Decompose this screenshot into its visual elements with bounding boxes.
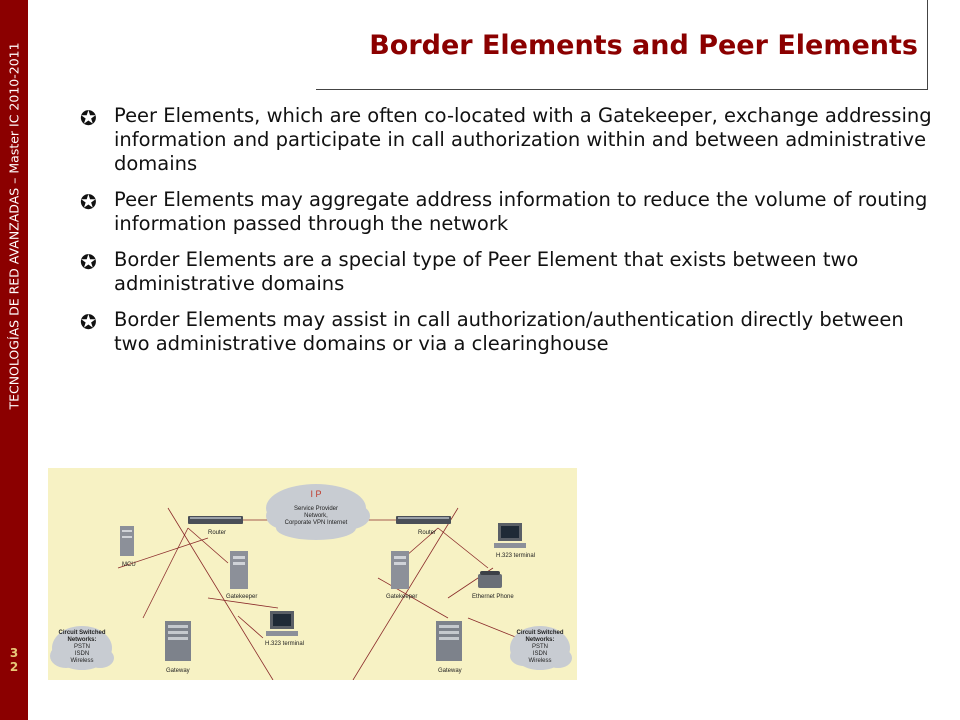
gateway-icon bbox=[436, 621, 462, 661]
h323-terminal-label: H.323 terminal bbox=[496, 553, 535, 559]
router-icon bbox=[396, 516, 451, 524]
bullet-text: Border Elements are a special type of Pe… bbox=[114, 248, 859, 295]
gatekeeper-label: Gatekeeper bbox=[386, 594, 417, 600]
circuit-switched-cloud bbox=[510, 626, 572, 670]
gatekeeper-icon bbox=[230, 551, 248, 589]
page-title: Border Elements and Peer Elements bbox=[369, 30, 918, 61]
computer-icon bbox=[266, 611, 298, 636]
ip-label: I P bbox=[310, 489, 321, 499]
csn-label: PSTN bbox=[74, 644, 90, 650]
bullet-text: Peer Elements, which are often co-locate… bbox=[114, 104, 932, 175]
page-number-digit-2: 2 bbox=[9, 660, 19, 674]
router-label: Router bbox=[208, 530, 226, 536]
router-label: Router bbox=[418, 530, 436, 536]
bullet-item: ✪ Border Elements are a special type of P… bbox=[76, 248, 936, 296]
title-rule-vertical bbox=[927, 0, 928, 90]
cloud-label: Corporate VPN Internet bbox=[285, 520, 348, 526]
csn-label: Networks: bbox=[525, 637, 554, 643]
csn-label: Circuit Switched bbox=[58, 630, 105, 636]
csn-label: ISDN bbox=[533, 651, 547, 657]
sidebar-band: TECNOLOGÍAS DE RED AVANZADAS – Master IC… bbox=[0, 0, 28, 720]
gateway-icon bbox=[165, 621, 191, 661]
csn-label: Circuit Switched bbox=[516, 630, 563, 636]
mcu-label: MCU bbox=[122, 562, 136, 568]
ip-cloud bbox=[266, 484, 370, 540]
square-bullet-icon: ✪ bbox=[80, 106, 97, 130]
csn-label: PSTN bbox=[532, 644, 548, 650]
mcu-icon bbox=[120, 526, 134, 556]
gatekeeper-icon bbox=[391, 551, 409, 589]
bullet-item: ✪ Peer Elements, which are often co-locat… bbox=[76, 104, 936, 176]
ethernet-phone-label: Ethernet Phone bbox=[472, 594, 514, 600]
bullet-list: ✪ Peer Elements, which are often co-locat… bbox=[76, 104, 936, 368]
bullet-text: Peer Elements may aggregate address info… bbox=[114, 188, 928, 235]
bullet-item: ✪ Border Elements may assist in call auth… bbox=[76, 308, 936, 356]
csn-label: ISDN bbox=[75, 651, 89, 657]
square-bullet-icon: ✪ bbox=[80, 190, 97, 214]
square-bullet-icon: ✪ bbox=[80, 310, 97, 334]
title-rule-horizontal bbox=[316, 89, 928, 90]
computer-icon bbox=[494, 523, 526, 548]
course-label: TECNOLOGÍAS DE RED AVANZADAS – Master IC… bbox=[6, 42, 22, 410]
gateway-label: Gateway bbox=[166, 668, 190, 674]
bullet-text: Border Elements may assist in call autho… bbox=[114, 308, 904, 355]
router-icon bbox=[188, 516, 243, 524]
page-number: 3 2 bbox=[4, 646, 24, 674]
network-diagram: I P Service Provider Network, Corporate … bbox=[48, 468, 577, 680]
connection-lines bbox=[117, 507, 519, 680]
cloud-label: Service Provider bbox=[294, 506, 338, 512]
csn-label: Wireless bbox=[528, 658, 551, 664]
circuit-switched-cloud bbox=[50, 626, 114, 670]
bullet-item: ✪ Peer Elements may aggregate address inf… bbox=[76, 188, 936, 236]
csn-label: Networks: bbox=[67, 637, 96, 643]
gatekeeper-label: Gatekeeper bbox=[226, 594, 257, 600]
page-number-digit-1: 3 bbox=[9, 646, 19, 660]
phone-icon bbox=[478, 571, 502, 588]
h323-terminal-label: H.323 terminal bbox=[265, 641, 304, 647]
cloud-label: Network, bbox=[304, 513, 328, 519]
gateway-label: Gateway bbox=[438, 668, 462, 674]
square-bullet-icon: ✪ bbox=[80, 250, 97, 274]
csn-label: Wireless bbox=[70, 658, 93, 664]
